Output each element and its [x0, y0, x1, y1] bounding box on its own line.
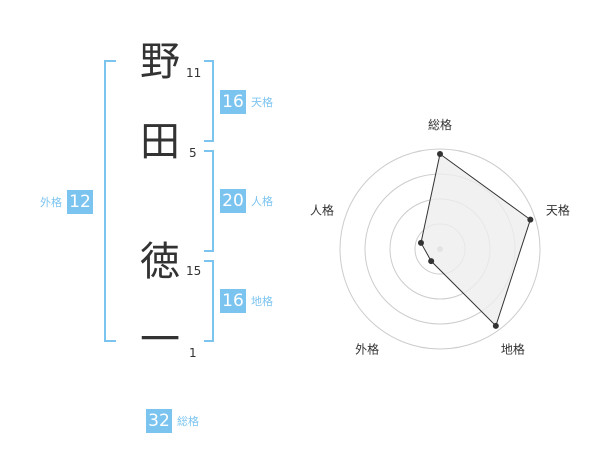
name-char-3: 徳 — [140, 239, 180, 285]
radar-area — [420, 153, 531, 327]
radar-axis-label-4: 外格 — [355, 341, 379, 356]
name-char-1: 野 — [140, 39, 180, 85]
radar-axis-label-1: 総格 — [428, 117, 452, 132]
stroke-count-1: 11 — [186, 66, 202, 80]
radar-point-3 — [492, 322, 499, 329]
radar-point-2 — [527, 216, 534, 223]
gaikaku-label: 外格 — [40, 196, 62, 209]
radar-point-1 — [437, 151, 443, 157]
soukaku-value: 32 — [146, 409, 172, 433]
radar-axis-label-2: 天格 — [546, 203, 570, 218]
chikaku-bracket — [204, 260, 214, 342]
radar-point-4 — [428, 258, 435, 265]
soukaku-badge: 32 総格 — [146, 409, 199, 433]
stroke-count-3: 15 — [186, 264, 202, 278]
gaikaku-value: 12 — [67, 190, 93, 214]
radar-axis-label-3: 地格 — [501, 341, 525, 356]
tenkaku-badge: 16 天格 — [220, 90, 273, 114]
tenkaku-bracket — [204, 60, 214, 142]
jinkaku-bracket — [204, 150, 214, 252]
radar-point-5 — [417, 239, 424, 246]
radar-ring-4 — [339, 148, 541, 350]
stroke-count-4: 1 — [189, 346, 197, 360]
soukaku-label: 総格 — [177, 415, 199, 428]
stroke-count-2: 5 — [189, 146, 197, 160]
gaikaku-bracket — [104, 60, 116, 342]
tenkaku-value: 16 — [220, 90, 246, 114]
jinkaku-badge: 20 人格 — [220, 189, 273, 213]
chikaku-value: 16 — [220, 289, 246, 313]
jinkaku-value: 20 — [220, 189, 246, 213]
gaikaku-badge: 外格 12 — [40, 190, 93, 214]
tenkaku-label: 天格 — [251, 96, 273, 109]
radar-axis-label-5: 人格 — [310, 203, 334, 218]
name-char-4: 一 — [140, 317, 180, 363]
chikaku-badge: 16 地格 — [220, 289, 273, 313]
name-char-2: 田 — [140, 119, 180, 165]
chikaku-label: 地格 — [251, 295, 273, 308]
jinkaku-label: 人格 — [251, 195, 273, 208]
